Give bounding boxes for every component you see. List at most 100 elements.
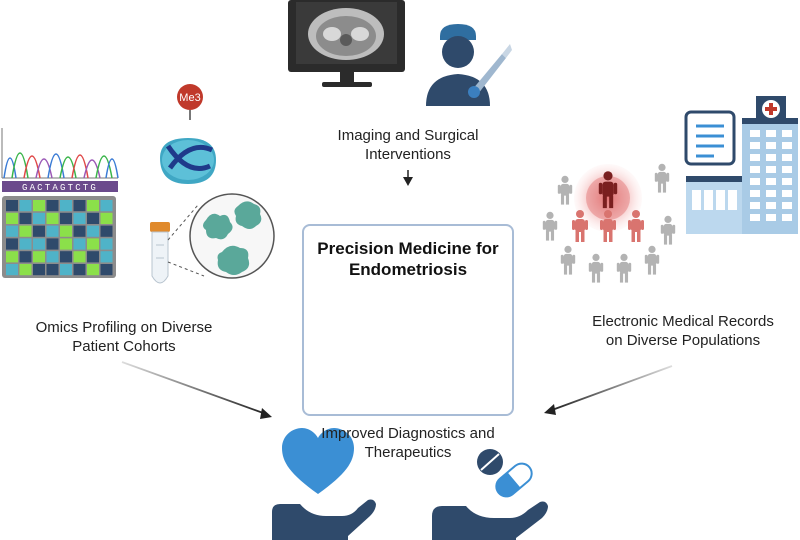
- heatmap-cell: [6, 200, 18, 212]
- heatmap-cell: [73, 225, 86, 237]
- heatmap-cell: [19, 251, 32, 263]
- nucleosome-icon: [160, 84, 216, 184]
- ehr-label-line1: Electronic Medical Records: [592, 313, 774, 330]
- heatmap-cell: [73, 251, 86, 263]
- heatmap-cell: [46, 225, 59, 237]
- hospital-window: [766, 154, 776, 161]
- hospital-window: [704, 190, 713, 210]
- outcome-label-line1: Improved Diagnostics and: [321, 425, 495, 442]
- person-icon: [572, 210, 588, 242]
- outcome-label-line2: Therapeutics: [364, 444, 452, 461]
- hospital-window: [750, 190, 760, 197]
- center-title-line1: Precision Medicine for: [317, 239, 499, 258]
- imaging-label-line2: Interventions: [365, 146, 451, 163]
- heatmap-cell: [6, 238, 18, 250]
- heatmap-cell: [19, 200, 32, 212]
- person-icon: [644, 245, 660, 275]
- heatmap-cell: [87, 264, 99, 276]
- hospital-windows: [692, 130, 792, 221]
- dna-chromatogram-icon: [1, 128, 119, 192]
- person-icon: [588, 253, 604, 283]
- center-title-line2: Endometriosis: [348, 260, 468, 279]
- population-glow: [574, 164, 642, 232]
- heatmap-cell: [6, 212, 18, 224]
- heatmap-cell: [60, 200, 72, 212]
- hospital-window: [750, 214, 760, 221]
- heatmap-cell: [33, 238, 45, 250]
- hospital-window: [766, 190, 776, 197]
- heatmap-cells: [6, 200, 113, 276]
- person-icon: [598, 171, 618, 209]
- hospital-window: [750, 130, 760, 137]
- person-icon: [542, 211, 558, 241]
- heatmap-cell: [73, 200, 86, 212]
- heatmap-cell: [73, 212, 86, 224]
- heatmap-cell: [73, 238, 86, 250]
- heatmap-cell: [6, 251, 18, 263]
- hospital-window: [782, 154, 792, 161]
- population-icon: [542, 163, 676, 283]
- heatmap-cell: [46, 238, 59, 250]
- ct-monitor-icon: [288, 0, 405, 87]
- hospital-window: [728, 190, 737, 210]
- heatmap-cell: [19, 238, 32, 250]
- person-icon: [616, 253, 632, 283]
- pills-in-hand-icon: [432, 449, 548, 540]
- heatmap-cell: [19, 212, 32, 224]
- magnified-cells-icon: [167, 193, 275, 279]
- heatmap-cell: [87, 212, 99, 224]
- hospital-window: [692, 190, 701, 210]
- heatmap-cell: [60, 251, 72, 263]
- hospital-window: [750, 154, 760, 161]
- heatmap-cell: [33, 212, 45, 224]
- hospital-window: [782, 214, 792, 221]
- hospital-window: [750, 202, 760, 209]
- imaging-arrow: [403, 170, 413, 186]
- person-icon: [557, 175, 573, 205]
- person-icon: [560, 245, 576, 275]
- hospital-window: [782, 166, 792, 173]
- heatmap-cell: [60, 225, 72, 237]
- medical-record-icon: [684, 110, 736, 166]
- omics-label-line1: Omics Profiling on Diverse: [35, 319, 213, 336]
- heatmap-cell: [100, 212, 113, 224]
- imaging-label-line1: Imaging and Surgical: [337, 127, 479, 144]
- ehr-arrow: [544, 365, 673, 415]
- surgeon-icon: [426, 24, 512, 106]
- hospital-window: [766, 202, 776, 209]
- hospital-window: [782, 142, 792, 149]
- hospital-window: [782, 190, 792, 197]
- hospital-window: [782, 202, 792, 209]
- histone-mark-label: Me3: [179, 92, 200, 104]
- hospital-window: [716, 190, 725, 210]
- heatmap-cell: [87, 225, 99, 237]
- hospital-window: [766, 214, 776, 221]
- hospital-window: [782, 178, 792, 185]
- omics-label-line2: Patient Cohorts: [72, 338, 176, 355]
- dna-sequence-text: GACTAGTCTG: [22, 183, 98, 193]
- omics-arrow: [121, 361, 272, 419]
- hospital-window: [766, 142, 776, 149]
- heart-in-hand-icon: [272, 428, 376, 540]
- hospital-window: [766, 130, 776, 137]
- heatmap-cell: [100, 225, 113, 237]
- heatmap-cell: [33, 251, 45, 263]
- person-icon: [600, 210, 616, 242]
- heatmap-cell: [19, 225, 32, 237]
- ehr-label-line2: on Diverse Populations: [605, 332, 761, 349]
- heatmap-cell: [6, 264, 18, 276]
- hospital-window: [766, 178, 776, 185]
- hospital-window: [766, 166, 776, 173]
- person-icon: [654, 163, 670, 193]
- heatmap-cell: [46, 264, 59, 276]
- heatmap-cell: [46, 212, 59, 224]
- heatmap-cell: [60, 238, 72, 250]
- outcome-label: Improved Diagnostics and Therapeutics: [298, 424, 518, 462]
- heatmap-cell: [87, 251, 99, 263]
- heatmap-cell: [73, 264, 86, 276]
- heatmap-cell: [100, 238, 113, 250]
- heatmap-cell: [100, 251, 113, 263]
- hospital-window: [750, 178, 760, 185]
- ehr-label: Electronic Medical Records on Diverse Po…: [568, 312, 798, 350]
